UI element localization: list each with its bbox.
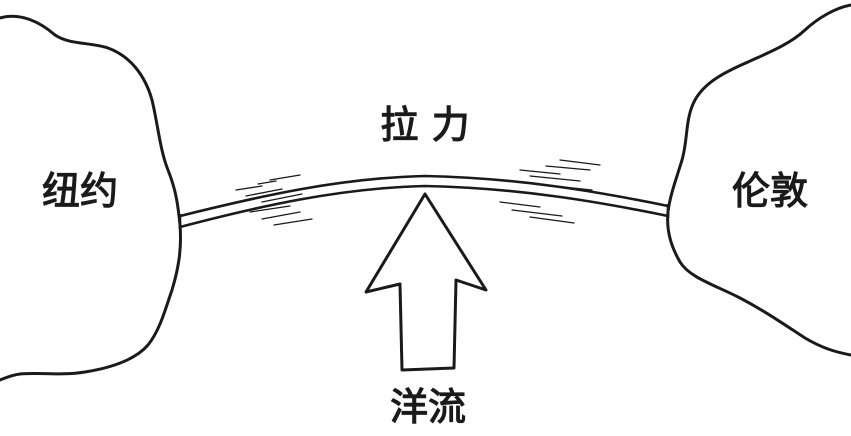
cable-bottom-line <box>178 184 670 229</box>
right-landmass-outline <box>666 3 851 357</box>
right-land-label: 伦敦 <box>732 169 808 213</box>
tension-lines-left <box>235 174 313 226</box>
current-label: 洋流 <box>390 385 466 429</box>
current-arrow <box>364 192 488 372</box>
left-land-label: 纽约 <box>42 169 118 213</box>
tension-label: 拉 力 <box>380 103 469 147</box>
tension-lines-right <box>499 159 601 224</box>
cable <box>178 174 670 229</box>
cable-top-line <box>178 174 670 218</box>
